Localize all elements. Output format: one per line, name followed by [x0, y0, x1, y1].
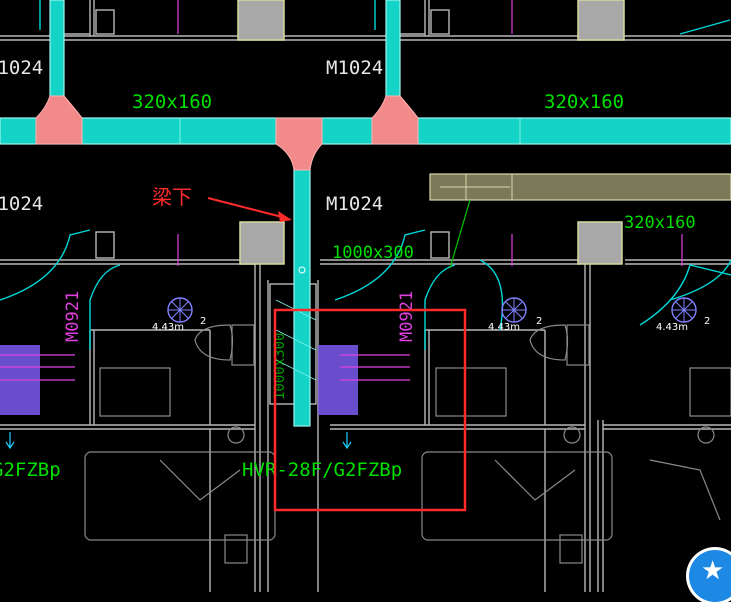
- column: [239, 221, 285, 265]
- height-sup: 2: [536, 316, 542, 327]
- floating-action-button[interactable]: ★: [689, 550, 731, 602]
- duct-elbow: [371, 95, 419, 145]
- duct-elbow: [35, 95, 83, 145]
- door-label-m1024: M1024: [0, 193, 43, 215]
- door-label-m0921: M0921: [397, 291, 417, 342]
- magenta-lines: [0, 0, 683, 415]
- equipment-arrows: [5, 432, 352, 450]
- diffuser-icon: [501, 297, 527, 323]
- height-label: 4.43m: [656, 322, 688, 333]
- cyan-ducts: [0, 0, 731, 427]
- horizontal-duct: [0, 117, 731, 145]
- furniture: [84, 324, 731, 564]
- duct-size-label: 320x160: [544, 91, 624, 113]
- door-label-m1024: M1024: [326, 193, 383, 215]
- diffuser-icon: [671, 297, 697, 323]
- column: [577, 221, 623, 265]
- unit-model-label-partial: G2FZBp: [0, 459, 61, 481]
- door-label-m1024: M1024: [0, 57, 43, 79]
- red-annotation: 梁下: [152, 185, 467, 512]
- gray-duct: [429, 173, 731, 269]
- column: [237, 0, 285, 41]
- column: [577, 0, 625, 41]
- below-beam-label: 梁下: [152, 185, 192, 209]
- vertical-duct: [49, 0, 65, 101]
- height-sup: 2: [200, 316, 206, 327]
- duct-size-label: 320x160: [624, 213, 696, 233]
- unit-model-label: HVR-28F/G2FZBp: [242, 459, 402, 481]
- diffuser-symbols: 4.43m 2 4.43m 2 4.43m 2: [152, 297, 710, 333]
- vertical-duct: [385, 0, 401, 101]
- diffuser-icon: [167, 297, 193, 323]
- duct-size-label: 320x160: [132, 91, 212, 113]
- door-label-m1024: M1024: [326, 57, 383, 79]
- arrow-head: [278, 211, 292, 222]
- duct-size-label-1000x300: 1000x300: [332, 243, 414, 263]
- door-label-m0921: M0921: [63, 291, 83, 342]
- text-labels: M1024 M1024 M1024 M1024 320x160 320x160 …: [0, 57, 696, 481]
- highlight-box: [273, 308, 467, 512]
- height-label: 4.43m: [488, 322, 520, 333]
- columns: [237, 0, 625, 265]
- height-label: 4.43m: [152, 322, 184, 333]
- star-icon: ★: [701, 556, 725, 586]
- vertical-duct: [293, 167, 311, 427]
- height-sup: 2: [704, 316, 710, 327]
- duct-tee: [275, 117, 323, 171]
